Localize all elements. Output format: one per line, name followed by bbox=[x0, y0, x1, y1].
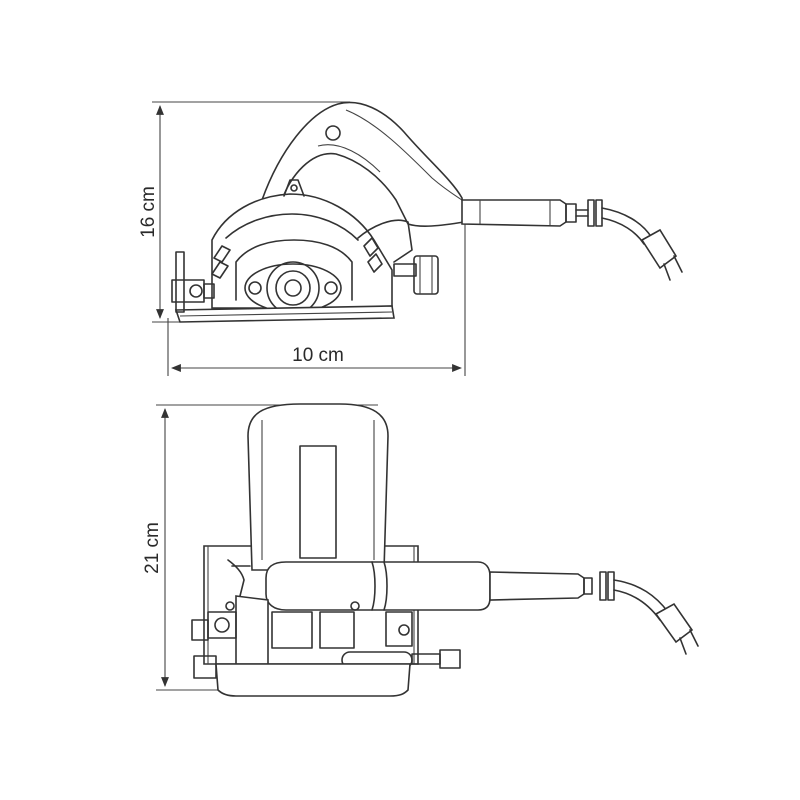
top-handle bbox=[265, 561, 491, 611]
vents-right bbox=[363, 237, 383, 273]
top-plug-icon bbox=[654, 602, 699, 655]
top-height-label: 21 cm bbox=[142, 522, 163, 574]
side-knob-icon bbox=[393, 255, 439, 295]
top-view: 21 cm bbox=[142, 403, 699, 697]
side-height-label: 16 cm bbox=[138, 186, 159, 238]
top-inner-parts bbox=[271, 601, 413, 649]
plug-icon bbox=[640, 228, 683, 281]
depth-adjust-front bbox=[171, 251, 215, 313]
vents-left bbox=[211, 245, 231, 279]
label-plate bbox=[299, 445, 337, 559]
arbor-flange bbox=[244, 261, 342, 315]
side-width-label: 10 cm bbox=[292, 345, 344, 366]
side-width-dimension: 10 cm bbox=[167, 215, 466, 376]
top-power-cord bbox=[489, 571, 669, 621]
side-height-dimension: 16 cm bbox=[138, 101, 350, 323]
side-view: 16 cm 10 cm bbox=[138, 101, 683, 376]
handle bbox=[260, 101, 465, 227]
top-blade-guard bbox=[235, 595, 269, 665]
top-base bbox=[215, 663, 411, 697]
arbor-nut-icon bbox=[284, 279, 302, 297]
handle-bolt-icon bbox=[325, 125, 341, 141]
power-cord bbox=[461, 199, 653, 245]
motor-housing bbox=[247, 403, 389, 571]
